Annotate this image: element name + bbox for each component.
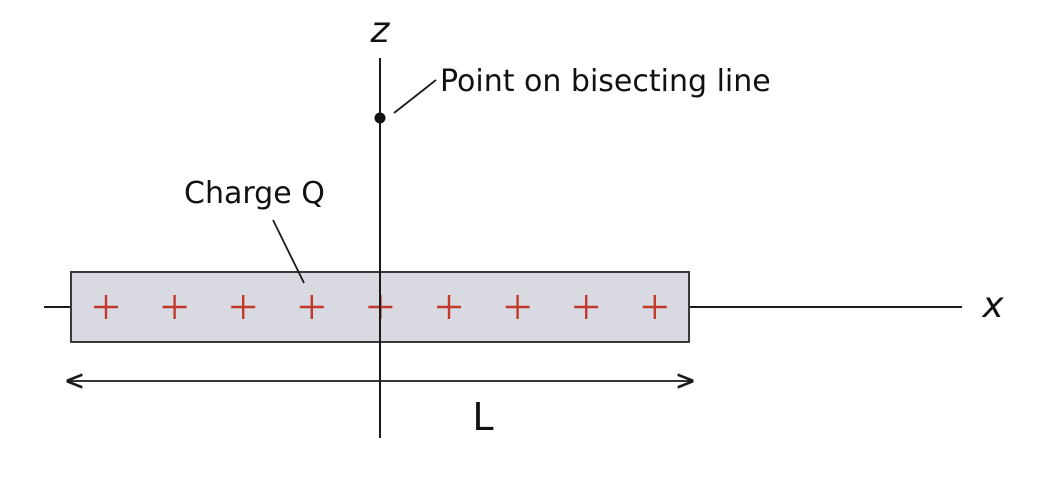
plus-charge [505, 295, 530, 319]
x-axis-label: x [981, 285, 1004, 326]
point-leader-line [393, 79, 437, 114]
z-axis-label: z [370, 10, 391, 51]
bisecting-point [374, 112, 386, 124]
charge-label: Charge Q [184, 176, 325, 211]
charge-signs [94, 295, 667, 319]
plus-charge [642, 295, 667, 319]
plus-charge [437, 295, 461, 319]
plus-charge [574, 295, 599, 319]
length-label: L [472, 395, 493, 439]
plus-charge [162, 295, 187, 319]
plus-charge [299, 295, 324, 319]
plus-charge [231, 295, 256, 319]
point-label: Point on bisecting line [440, 64, 771, 99]
charge-leader-line [272, 219, 305, 284]
plus-charge [94, 295, 118, 319]
